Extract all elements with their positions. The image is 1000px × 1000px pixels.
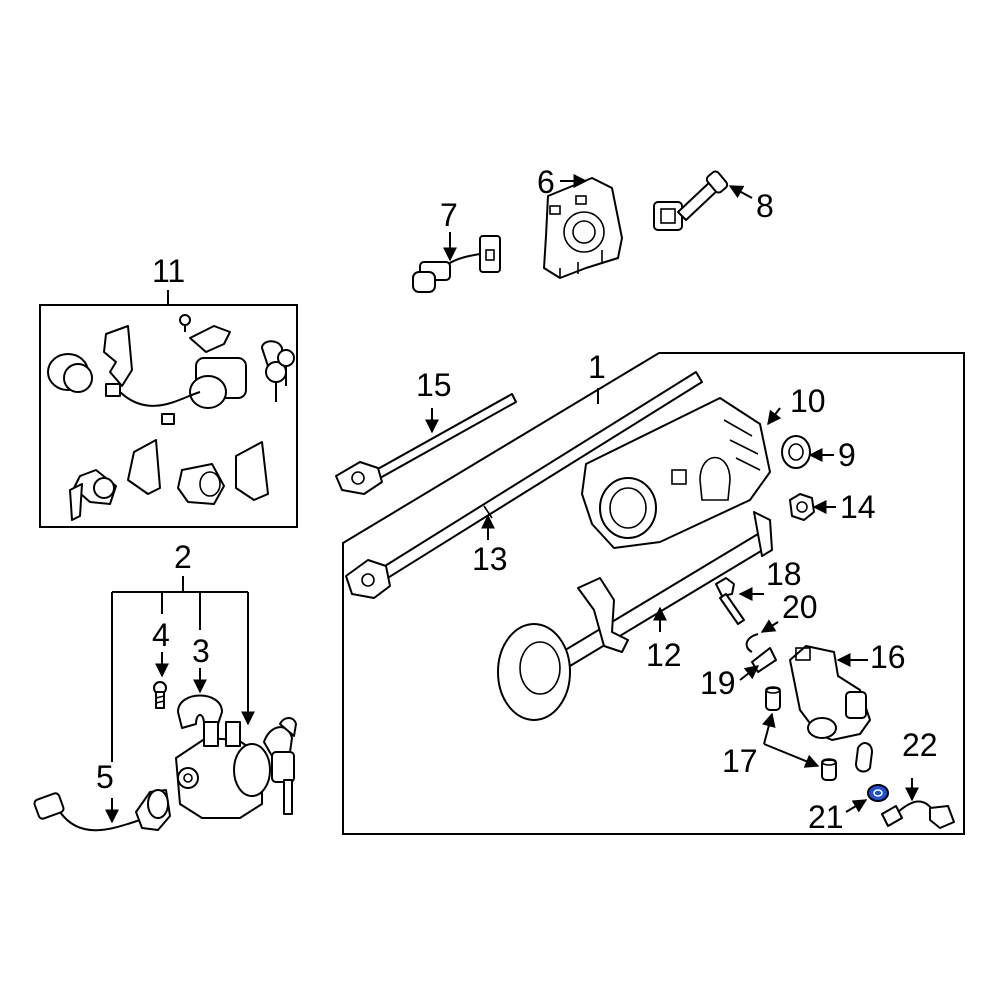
callout-15: 15: [416, 367, 452, 403]
part-21-retainer[interactable]: [867, 784, 889, 802]
part-10-column-cover[interactable]: [581, 397, 771, 549]
part-11-lock-kit[interactable]: [47, 314, 295, 521]
part-5-harness[interactable]: [33, 789, 171, 832]
callout-11: 11: [152, 253, 185, 289]
part-20-clip[interactable]: [745, 633, 759, 653]
part-17-bushing-upper[interactable]: [765, 686, 781, 711]
callout-16: 16: [870, 639, 906, 675]
callout-3: 3: [192, 633, 210, 669]
part-9-bushing[interactable]: [781, 435, 811, 469]
part-22-sensor[interactable]: [881, 800, 955, 829]
leader-group-2: [111, 576, 255, 762]
callout-17: 17: [722, 743, 758, 779]
part-6-bracket[interactable]: [543, 177, 623, 279]
callout-7: 7: [440, 197, 458, 233]
callout-5: 5: [96, 759, 114, 795]
callout-12: 12: [646, 637, 682, 673]
callout-19: 19: [700, 665, 736, 701]
callout-2: 2: [174, 539, 192, 575]
frame-box-1: [342, 352, 965, 835]
part-14-nut[interactable]: [789, 493, 815, 521]
callout-13: 13: [472, 541, 508, 577]
callout-8: 8: [756, 188, 774, 224]
part-18-bolt[interactable]: [715, 577, 745, 625]
callout-18: 18: [766, 556, 802, 592]
part-7-switch[interactable]: [412, 235, 501, 293]
part-12-column-tube[interactable]: [497, 511, 773, 721]
callout-6: 6: [537, 164, 555, 200]
callout-22: 22: [902, 727, 938, 763]
part-4-screw[interactable]: [153, 681, 167, 709]
part-8-combination-switch[interactable]: [653, 170, 729, 231]
callout-9: 9: [838, 437, 856, 473]
part-17-spring[interactable]: [855, 742, 873, 773]
callout-4: 4: [152, 617, 170, 653]
part-15-intermediate-shaft[interactable]: [335, 393, 517, 495]
part-13-steering-shaft[interactable]: [345, 371, 703, 599]
callout-21: 21: [808, 799, 844, 835]
callout-1: 1: [588, 349, 606, 385]
part-16-lock-housing[interactable]: [789, 645, 871, 741]
callout-20: 20: [782, 589, 818, 625]
part-2-lock-housing[interactable]: [175, 717, 297, 819]
part-17-bushing-lower[interactable]: [821, 758, 837, 781]
callout-10: 10: [790, 383, 826, 419]
callout-14: 14: [840, 489, 876, 525]
